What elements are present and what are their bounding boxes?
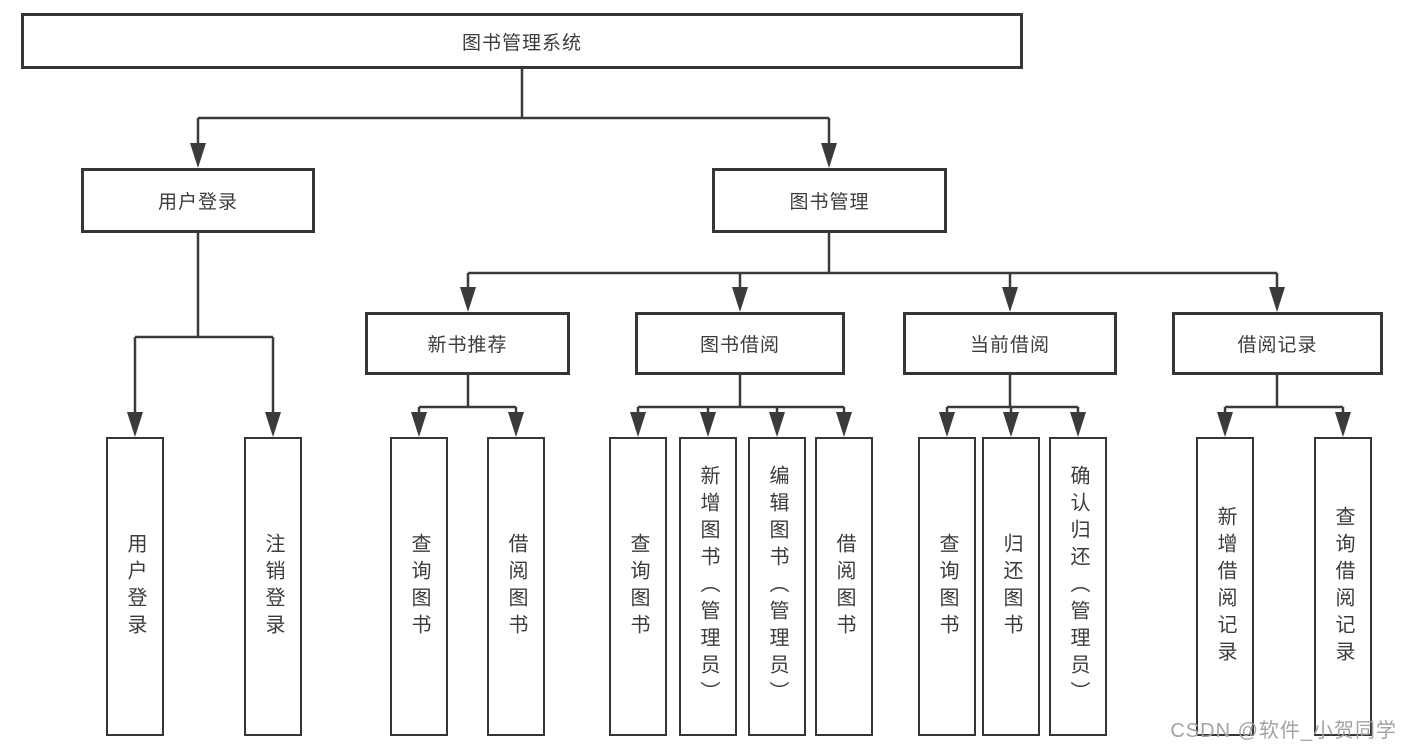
node-label: 新增图书（管理员） bbox=[697, 465, 719, 708]
node-borrowing-records: 借阅记录 bbox=[1172, 312, 1383, 375]
csdn-watermark: CSDN @软件_小贺同学 bbox=[1170, 720, 1397, 742]
node-label: 用户登录 bbox=[124, 532, 146, 641]
leaf-query-borrow-record: 查询借阅记录 bbox=[1314, 437, 1372, 736]
leaf-logout: 注销登录 bbox=[244, 437, 302, 736]
leaf-edit-books-admin: 编辑图书（管理员） bbox=[748, 437, 806, 736]
node-label: 归还图书 bbox=[1000, 532, 1022, 641]
node-label: 新书推荐 bbox=[427, 335, 508, 356]
node-current-borrowing: 当前借阅 bbox=[903, 312, 1117, 375]
node-label: 查询图书 bbox=[408, 532, 430, 641]
leaf-borrow-books-borrowing: 借阅图书 bbox=[815, 437, 873, 736]
node-new-book-recommend: 新书推荐 bbox=[365, 312, 570, 375]
leaf-add-borrow-record: 新增借阅记录 bbox=[1196, 437, 1254, 736]
node-label: 新增借阅记录 bbox=[1214, 505, 1236, 668]
node-label: 编辑图书（管理员） bbox=[766, 465, 788, 708]
node-user-login: 用户登录 bbox=[81, 168, 315, 233]
node-label: 图书管理 bbox=[789, 192, 870, 213]
leaf-query-books-recommend: 查询图书 bbox=[390, 437, 448, 736]
node-label: 借阅记录 bbox=[1237, 335, 1318, 356]
node-label: 借阅图书 bbox=[505, 532, 527, 641]
node-label: 注销登录 bbox=[262, 532, 284, 641]
node-book-management: 图书管理 bbox=[712, 168, 947, 233]
node-label: 确认归还（管理员） bbox=[1067, 465, 1089, 708]
node-label: 查询图书 bbox=[627, 532, 649, 641]
node-book-borrowing: 图书借阅 bbox=[635, 312, 845, 375]
node-label: 借阅图书 bbox=[833, 532, 855, 641]
leaf-return-books: 归还图书 bbox=[982, 437, 1040, 736]
leaf-add-books-admin: 新增图书（管理员） bbox=[679, 437, 737, 736]
leaf-confirm-return-admin: 确认归还（管理员） bbox=[1049, 437, 1107, 736]
arrowheads bbox=[127, 143, 1351, 437]
node-label: 查询借阅记录 bbox=[1332, 505, 1354, 668]
node-label: 查询图书 bbox=[936, 532, 958, 641]
node-root-library-system: 图书管理系统 bbox=[21, 13, 1023, 69]
leaf-query-books-borrowing: 查询图书 bbox=[609, 437, 667, 736]
leaf-user-login: 用户登录 bbox=[106, 437, 164, 736]
leaf-borrow-books-recommend: 借阅图书 bbox=[487, 437, 545, 736]
node-label: 图书管理系统 bbox=[461, 32, 582, 54]
node-label: 用户登录 bbox=[157, 192, 238, 213]
leaf-query-books-current: 查询图书 bbox=[918, 437, 976, 736]
node-label: 当前借阅 bbox=[969, 335, 1050, 356]
node-label: 图书借阅 bbox=[699, 335, 780, 356]
